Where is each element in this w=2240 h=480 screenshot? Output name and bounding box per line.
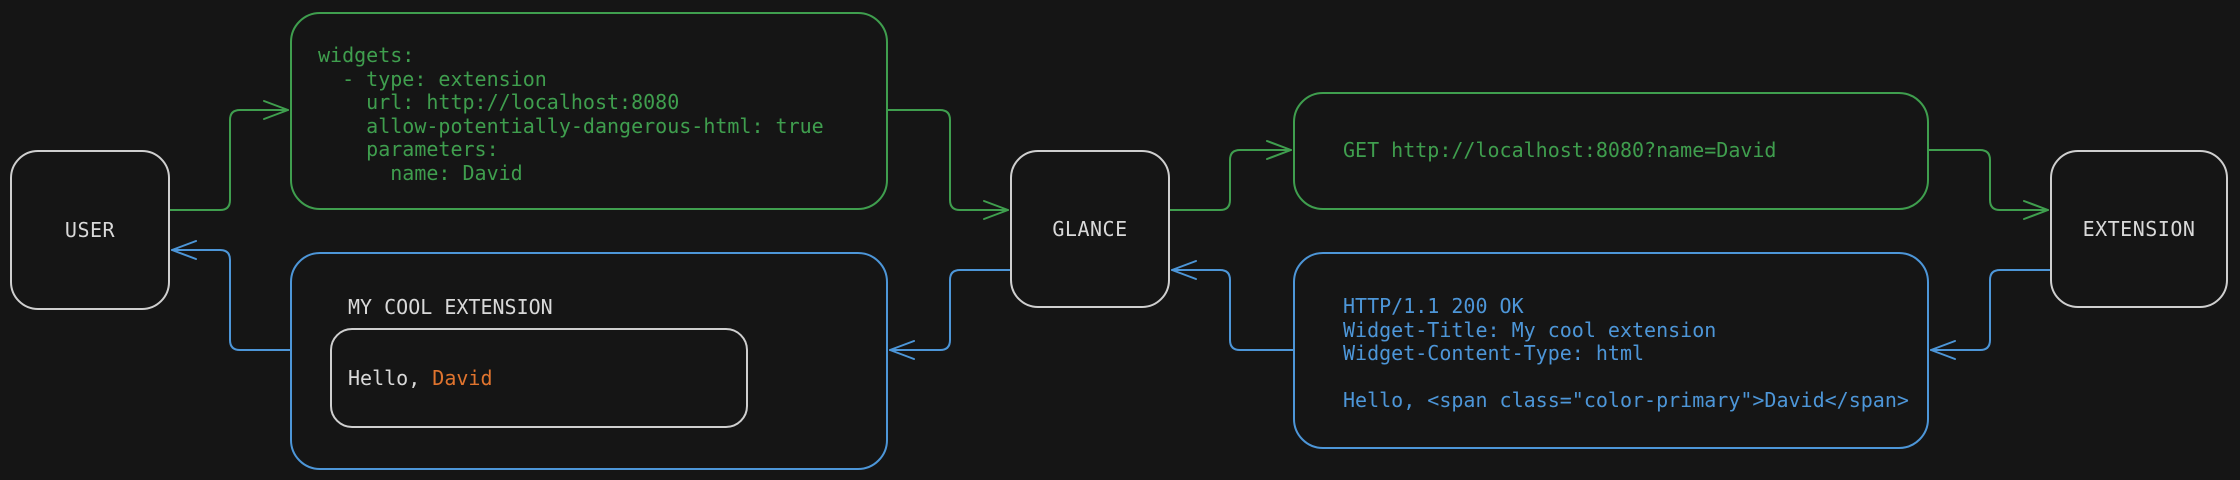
widget-title: MY COOL EXTENSION xyxy=(348,295,553,319)
greeting-prefix: Hello, xyxy=(348,366,433,390)
arrow-glance-to-widget xyxy=(889,269,1011,360)
arrow-config-to-glance xyxy=(887,109,1009,220)
node-user: USER xyxy=(10,150,170,310)
greeting-name: David xyxy=(432,366,493,390)
arrow-request-to-extension xyxy=(1928,149,2049,220)
arrow-widget-to-user xyxy=(171,240,291,351)
config-yaml-code: widgets: - type: extension url: http://l… xyxy=(318,43,824,185)
arrow-response-to-glance xyxy=(1171,260,1294,351)
widget-greeting-box: Hello, David xyxy=(330,328,748,428)
arrow-glance-to-request xyxy=(1169,140,1292,211)
widget-render-box: MY COOL EXTENSION Hello, David xyxy=(290,252,888,470)
arrow-extension-to-response xyxy=(1930,269,2051,360)
http-request-box: GET http://localhost:8080?name=David xyxy=(1293,92,1929,210)
http-response-code: HTTP/1.1 200 OK Widget-Title: My cool ex… xyxy=(1343,294,1909,412)
arrow-user-to-config xyxy=(169,100,289,211)
http-response-box: HTTP/1.1 200 OK Widget-Title: My cool ex… xyxy=(1293,252,1929,449)
node-glance-label: GLANCE xyxy=(1052,217,1128,241)
node-user-label: USER xyxy=(64,218,116,242)
node-glance: GLANCE xyxy=(1010,150,1170,308)
node-extension-label: EXTENSION xyxy=(2082,217,2196,241)
http-request-code: GET http://localhost:8080?name=David xyxy=(1343,138,1777,163)
node-extension: EXTENSION xyxy=(2050,150,2228,308)
config-yaml-box: widgets: - type: extension url: http://l… xyxy=(290,12,888,210)
